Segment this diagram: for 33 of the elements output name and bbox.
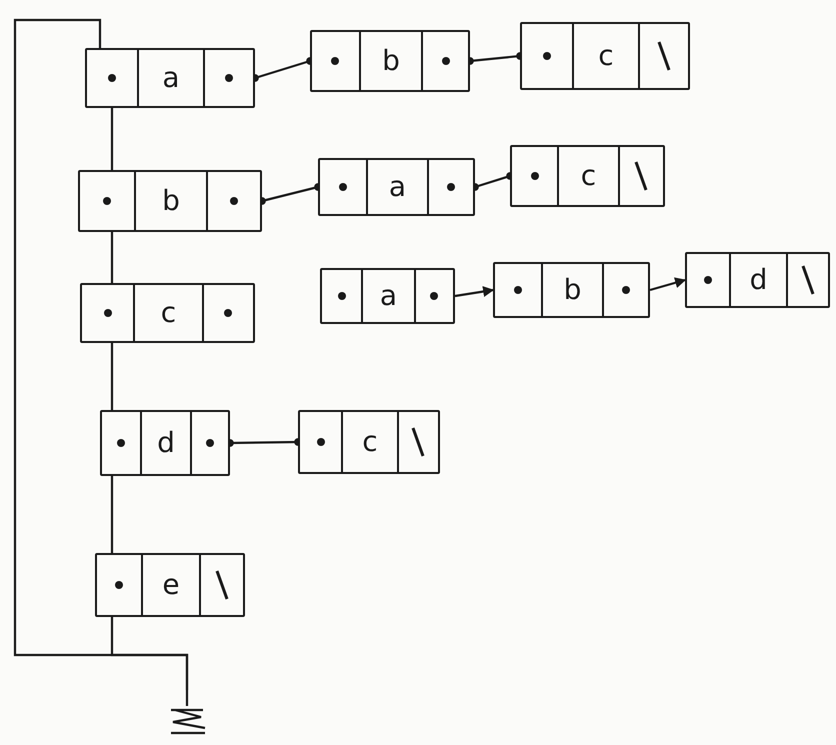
list-node — [685, 252, 830, 308]
node-label: c — [160, 299, 176, 327]
node-label: e — [162, 571, 180, 599]
node-label: b — [162, 187, 180, 215]
connector-line — [110, 232, 114, 283]
list-node — [493, 262, 650, 318]
list-node — [80, 283, 255, 343]
node-label: a — [388, 173, 406, 201]
pointer-arrow — [650, 277, 686, 292]
node-label: d — [750, 266, 768, 294]
connector-line — [110, 108, 114, 170]
node-label: b — [382, 47, 400, 75]
list-node — [320, 268, 455, 324]
list-node — [310, 30, 470, 92]
connector-line — [14, 18, 188, 690]
list-node — [100, 410, 230, 476]
node-label: d — [157, 429, 175, 457]
node-label: b — [564, 276, 582, 304]
list-node — [95, 553, 245, 617]
list-node — [318, 158, 475, 216]
node-label: c — [598, 42, 614, 70]
node-label: a — [162, 64, 180, 92]
list-node — [85, 48, 255, 108]
connector-line — [110, 343, 114, 410]
list-node — [510, 145, 665, 207]
node-label: c — [362, 428, 378, 456]
list-node — [520, 22, 690, 90]
list-node — [78, 170, 262, 232]
list-node — [298, 410, 440, 474]
node-label: a — [380, 282, 398, 310]
node-label: c — [580, 162, 596, 190]
connector-line — [110, 476, 114, 553]
pointer-arrow — [454, 286, 494, 298]
